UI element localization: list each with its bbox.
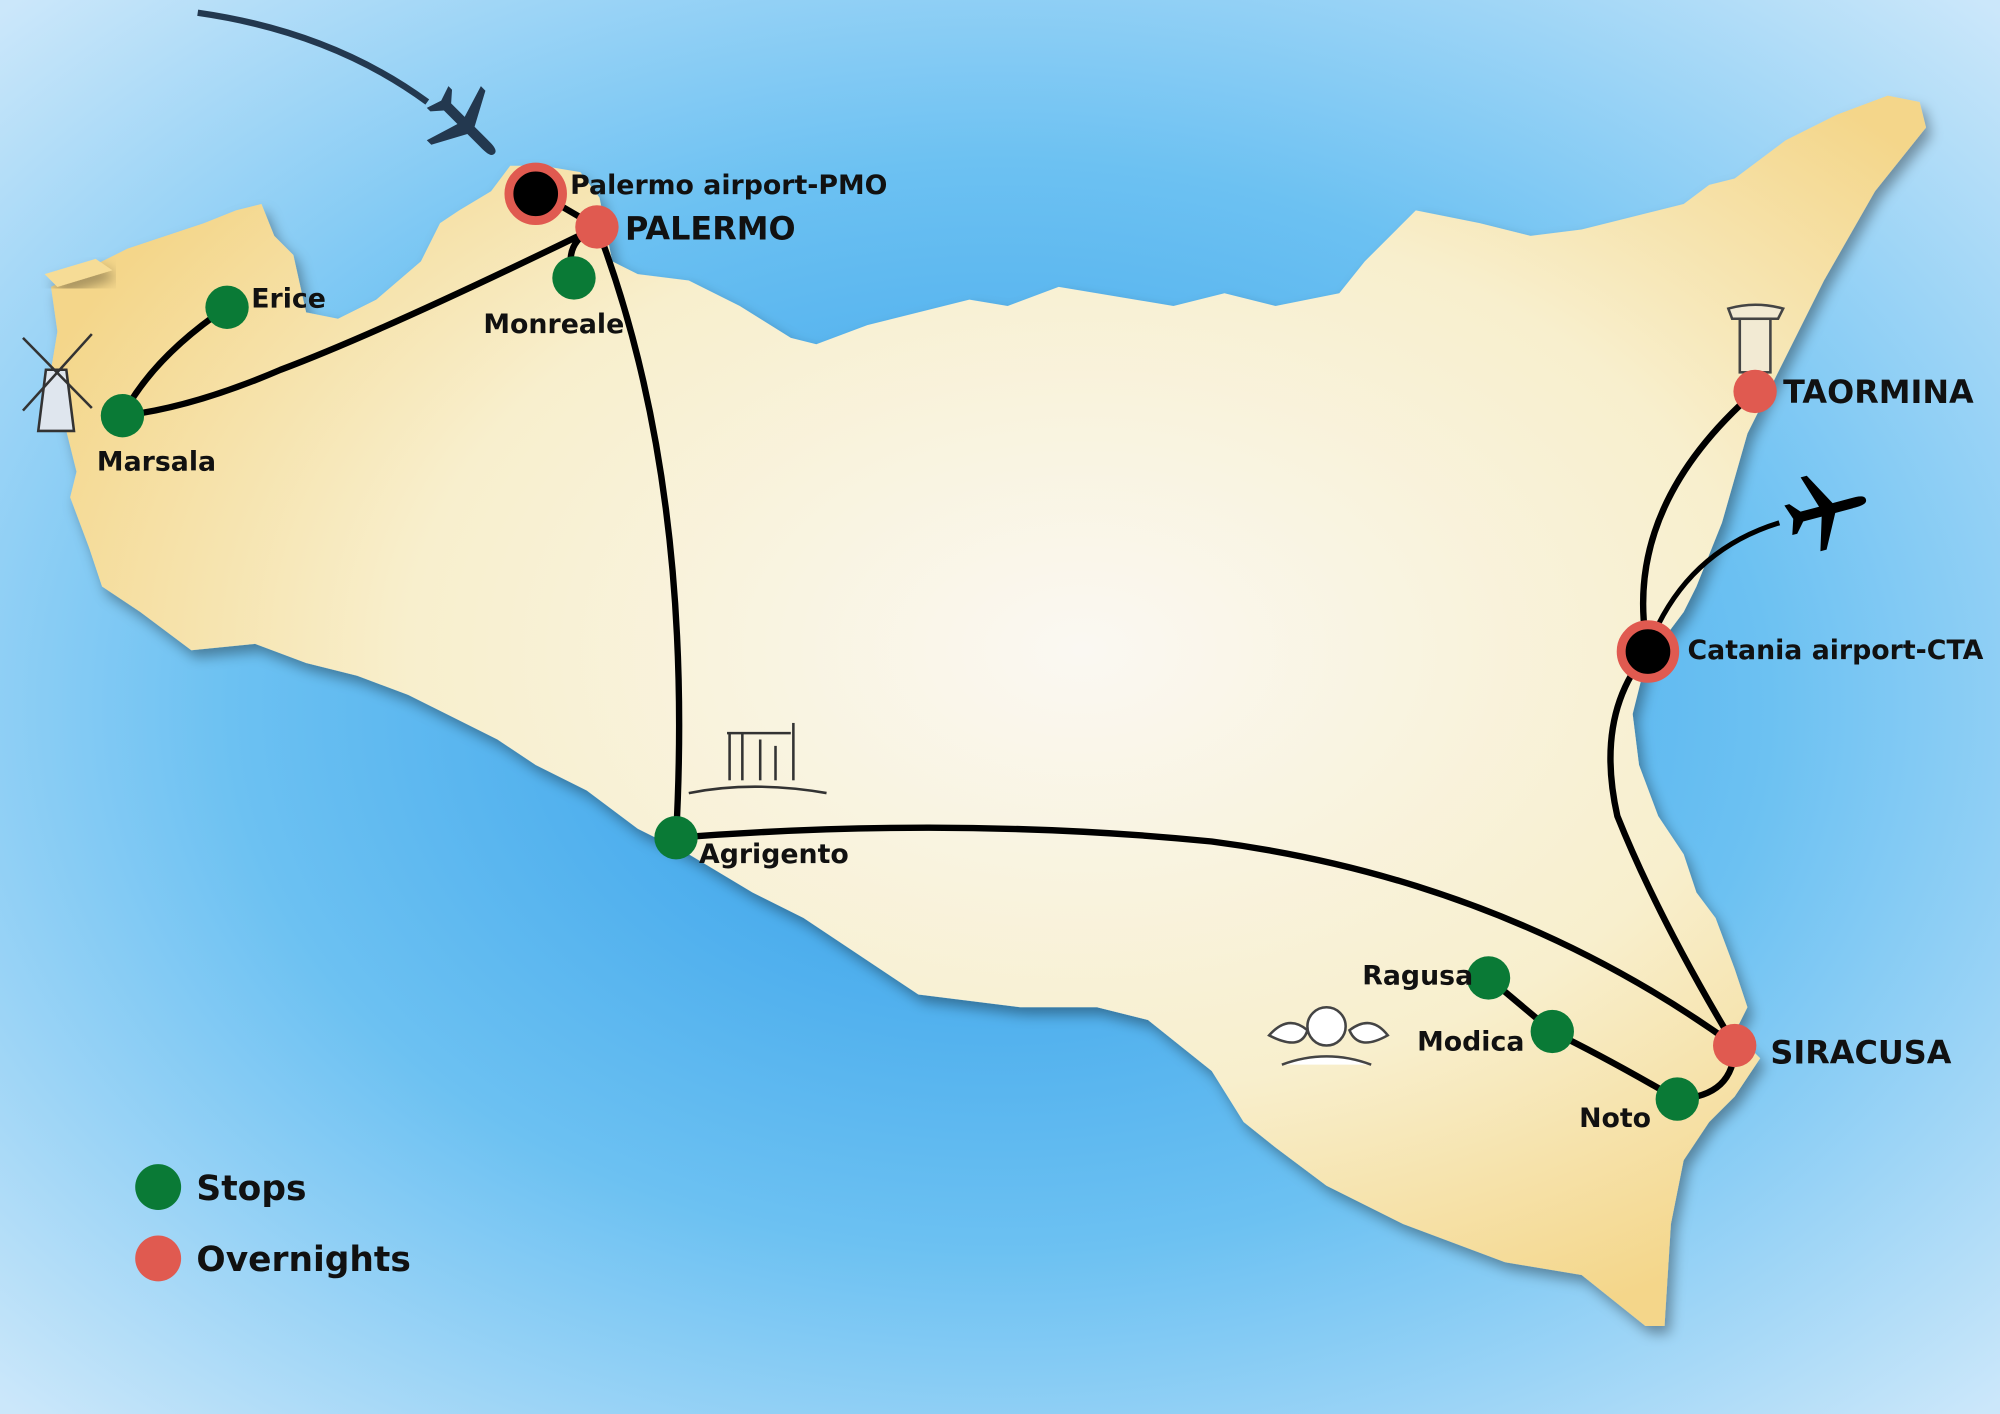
legend-stops-swatch xyxy=(135,1164,182,1210)
small-island xyxy=(44,258,113,287)
agrigento-marker[interactable] xyxy=(654,816,698,860)
palermo-airport-marker[interactable] xyxy=(504,162,567,226)
noto-label: Noto xyxy=(1579,1103,1651,1134)
marsala-label: Marsala xyxy=(97,446,216,477)
noto-marker[interactable] xyxy=(1655,1077,1699,1121)
legend-stops-label: Stops xyxy=(196,1169,306,1209)
palermo-label: PALERMO xyxy=(625,210,796,248)
ragusa-label: Ragusa xyxy=(1362,960,1473,991)
legend-overnights-swatch xyxy=(135,1235,182,1282)
catania-airport-marker[interactable] xyxy=(1616,620,1680,683)
temple-ruins-icon xyxy=(688,722,827,795)
legend-overnights-label: Overnights xyxy=(196,1240,410,1280)
marsala-marker[interactable] xyxy=(100,393,145,438)
taormina-marker[interactable] xyxy=(1733,369,1777,414)
flight-path-catania xyxy=(1655,520,1781,626)
airplane-icon xyxy=(1784,475,1867,552)
sicily-island xyxy=(51,95,1927,1327)
taormina-label: TAORMINA xyxy=(1783,373,1974,411)
erice-marker[interactable] xyxy=(205,285,249,329)
agrigento-label: Agrigento xyxy=(699,839,849,870)
column-icon xyxy=(1726,303,1786,374)
siracusa-label: SIRACUSA xyxy=(1770,1033,1951,1071)
palermo-airport-label: Palermo airport-PMO xyxy=(570,170,887,201)
cherub-icon xyxy=(1267,1005,1390,1066)
monreale-marker[interactable] xyxy=(552,256,596,300)
monreale-label: Monreale xyxy=(483,309,624,340)
catania-airport-label: Catania airport-CTA xyxy=(1688,635,1984,666)
palermo-marker[interactable] xyxy=(575,205,619,249)
legend: Stops Overnights xyxy=(135,1164,411,1282)
flight-path-palermo xyxy=(197,9,430,105)
erice-label: Erice xyxy=(251,283,326,314)
siracusa-marker[interactable] xyxy=(1713,1023,1757,1068)
windmill-icon xyxy=(22,333,93,433)
ragusa-marker[interactable] xyxy=(1466,956,1511,1000)
modica-label: Modica xyxy=(1417,1027,1524,1058)
modica-marker[interactable] xyxy=(1530,1009,1574,1054)
airplane-icon xyxy=(426,86,496,155)
